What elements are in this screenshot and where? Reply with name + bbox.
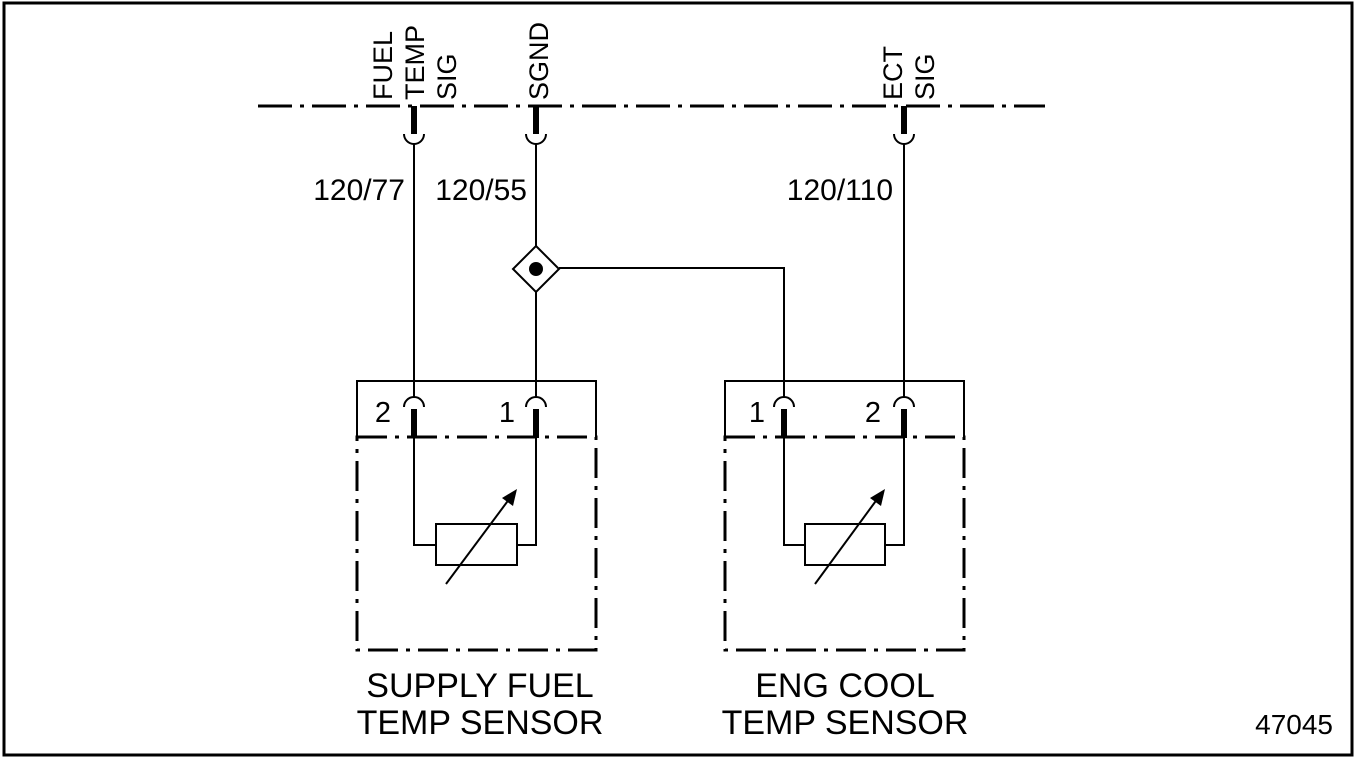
sensor-pin-label: 2 [865, 397, 881, 429]
sensor-body-dashed [723, 435, 966, 652]
connector-housing [356, 380, 597, 436]
connector-terminal-icon [525, 133, 547, 145]
fuel-temp-sig-line1: FUEL [368, 31, 398, 100]
connector-terminal-icon [403, 396, 425, 408]
label-fuel-temp-sig: FUEL TEMP SIG [368, 25, 462, 100]
label-sgnd: SGND [524, 22, 554, 100]
connector-housing [724, 380, 965, 436]
sensor-body-dashed [355, 435, 598, 652]
internal-lead [783, 438, 805, 546]
connector-terminal-icon [893, 133, 915, 145]
fuel-temp-sig-line2: TEMP [400, 25, 430, 100]
internal-lead [885, 438, 905, 546]
connector-terminal-icon [403, 133, 425, 145]
fuel-temp-sig-line3: SIG [432, 53, 462, 100]
label-ect-sig: ECT SIG [878, 46, 940, 100]
eng-cool-temp-sensor: 1 2 ENG COOL TEMP SENSOR [722, 380, 969, 742]
connector-terminal-icon [525, 396, 547, 408]
sensor-name-line1: ENG COOL [755, 667, 934, 705]
sensor-pin-label: 1 [499, 397, 515, 429]
sensor-name-line2: TEMP SENSOR [722, 704, 969, 742]
splice-diamond-icon [511, 244, 561, 294]
sensor-pin-label: 2 [375, 397, 391, 429]
wire-id-120-110: 120/110 [787, 174, 893, 207]
wire-id-120-55: 120/55 [435, 174, 527, 207]
ect-sig-line2: SIG [910, 53, 940, 100]
variable-resistor-icon [804, 489, 886, 585]
sensor-name-line1: SUPPLY FUEL [366, 667, 593, 705]
internal-lead [517, 438, 537, 546]
wires [413, 144, 905, 398]
sensor-name-line2: TEMP SENSOR [357, 704, 604, 742]
ect-sig-line1: ECT [878, 46, 908, 100]
wire-id-120-77: 120/77 [313, 174, 405, 207]
internal-lead [413, 438, 436, 546]
variable-resistor-icon [435, 489, 518, 585]
wire-sgnd-to-ect [559, 267, 785, 398]
connector-terminal-icon [773, 396, 795, 408]
sensor-pin-label: 1 [749, 397, 765, 429]
figure-number: 47045 [1255, 709, 1333, 740]
supply-fuel-temp-sensor: 2 1 SUPPLY FUEL TEMP SENSOR [355, 380, 604, 742]
ecm-terminals [403, 106, 915, 145]
connector-terminal-icon [893, 396, 915, 408]
